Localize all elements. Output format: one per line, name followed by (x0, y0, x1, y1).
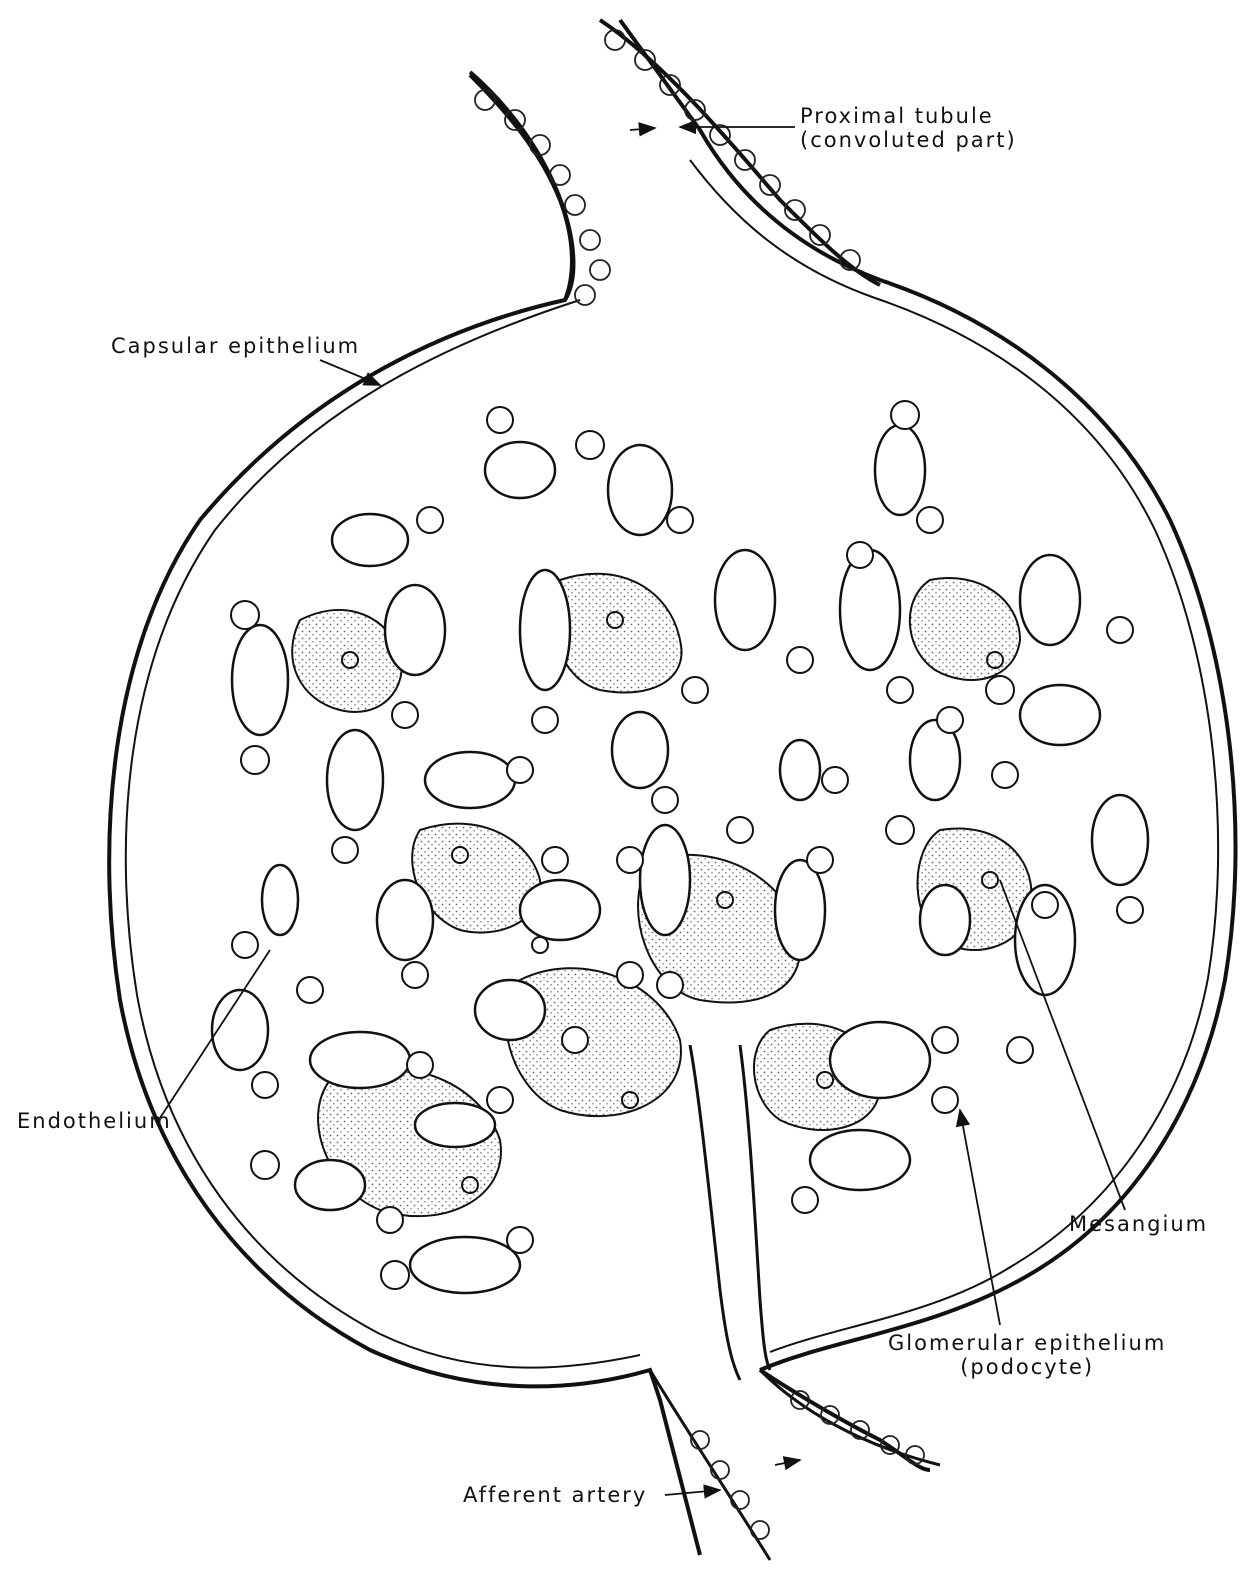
label-proximal-tubule: Proximal tubule (convoluted part) (800, 104, 1017, 152)
label-glomerular-line2: (podocyte) (888, 1355, 1166, 1379)
vascular-stalk (690, 1045, 770, 1380)
leader-capsular (320, 360, 380, 385)
label-endothelium: Endothelium (17, 1109, 172, 1133)
label-proximal-line1: Proximal tubule (800, 104, 1017, 128)
label-capsular-epithelium: Capsular epithelium (111, 334, 360, 358)
label-proximal-line2: (convoluted part) (800, 128, 1017, 152)
tubule-right-wall (600, 20, 880, 285)
leader-lines (160, 127, 1125, 1495)
leader-glomerular (960, 1110, 1000, 1325)
leader-flow (775, 1460, 800, 1465)
leader-afferent (665, 1490, 720, 1495)
label-afferent-artery: Afferent artery (463, 1483, 647, 1507)
label-glomerular-line1: Glomerular epithelium (888, 1331, 1166, 1355)
label-glomerular-epithelium: Glomerular epithelium (podocyte) (888, 1331, 1166, 1379)
label-mesangium: Mesangium (1069, 1212, 1208, 1236)
bowman-capsule-outline (109, 20, 1235, 1555)
tubule-left-wall (470, 75, 572, 300)
afferent-artery-right (760, 1370, 940, 1465)
leader-tubule-lumen (630, 128, 655, 130)
artery-cells (691, 1391, 924, 1539)
